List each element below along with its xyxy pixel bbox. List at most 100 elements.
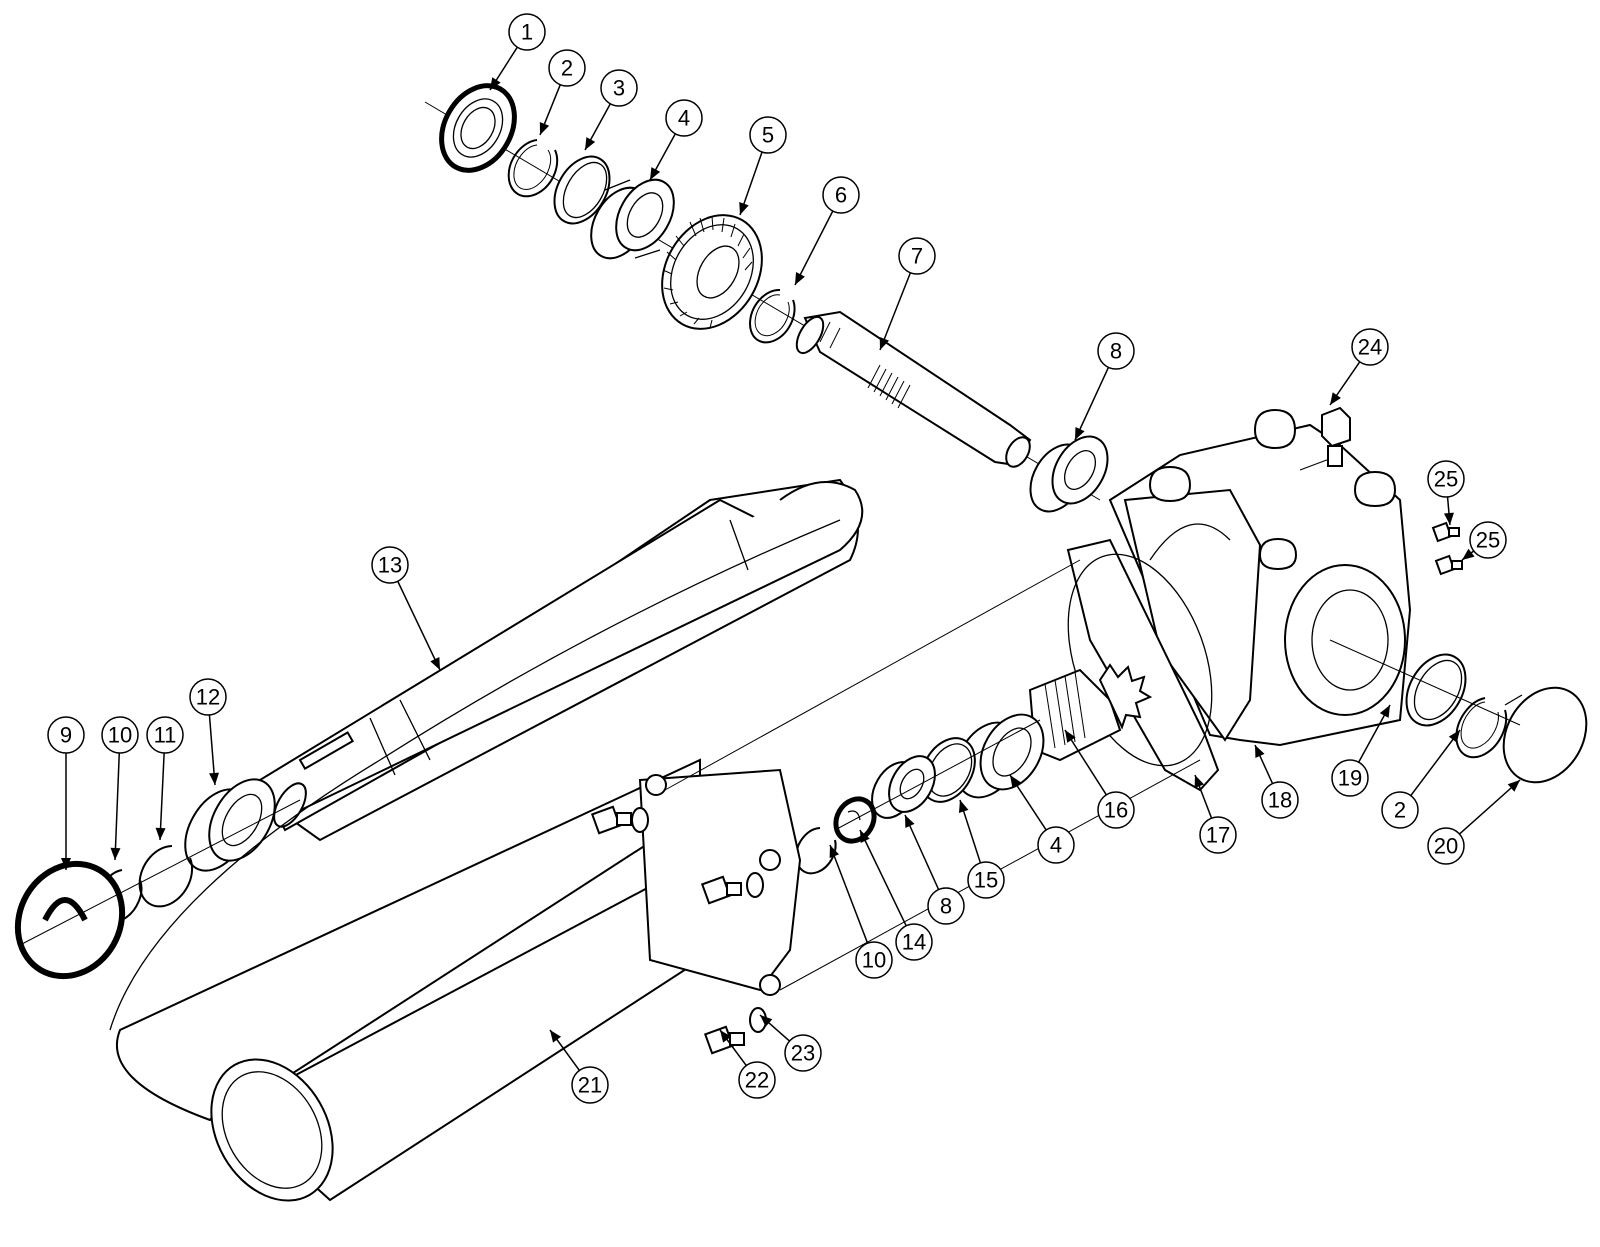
callout-circle bbox=[1037, 826, 1075, 864]
callout-label: 23 bbox=[791, 1041, 815, 1066]
callout-circle bbox=[1381, 791, 1419, 829]
part-pinion-shaft-16 bbox=[1028, 663, 1153, 762]
callout-6: 6 bbox=[794, 176, 860, 286]
leader-arrowhead bbox=[585, 137, 596, 150]
callout-17: 17 bbox=[1194, 774, 1237, 854]
part-seal-1 bbox=[439, 83, 517, 173]
callout-circle bbox=[1331, 759, 1369, 797]
callout-label: 4 bbox=[678, 106, 690, 131]
leader-line bbox=[114, 752, 121, 861]
callout-circle bbox=[898, 237, 936, 275]
callout-12: 12 bbox=[189, 678, 227, 786]
callout-label: 21 bbox=[578, 1073, 602, 1098]
part-seal-9 bbox=[14, 860, 126, 980]
callout-25: 25 bbox=[1427, 460, 1465, 526]
leader-arrowhead bbox=[879, 337, 890, 350]
callout-label: 5 bbox=[762, 123, 774, 148]
leader-line bbox=[904, 814, 940, 890]
callout-label: 17 bbox=[1206, 823, 1230, 848]
callout-circle bbox=[1261, 781, 1299, 819]
callout-circle bbox=[1427, 827, 1465, 865]
callout-13: 13 bbox=[371, 546, 441, 671]
callout-circle bbox=[967, 861, 1005, 899]
callout-circle bbox=[101, 716, 139, 754]
part-shim-19 bbox=[1405, 653, 1467, 727]
leader-arrowhead bbox=[1255, 745, 1265, 758]
callout-label: 2 bbox=[1394, 798, 1406, 823]
part-shim-3 bbox=[553, 155, 611, 225]
part-bearing-4-upper bbox=[590, 178, 675, 260]
callout-10: 10 bbox=[829, 844, 893, 979]
callout-25: 25 bbox=[1461, 521, 1507, 561]
part-bearing-8-lower bbox=[871, 755, 936, 819]
leader-arrowhead bbox=[905, 815, 915, 828]
leader-arrowhead bbox=[760, 1015, 773, 1027]
leader-arrowhead bbox=[155, 827, 166, 840]
callout-circle bbox=[895, 923, 933, 961]
callout-circle bbox=[1097, 791, 1135, 829]
callout-label: 20 bbox=[1434, 834, 1458, 859]
leader-arrowhead bbox=[490, 77, 501, 90]
callout-circle bbox=[665, 99, 703, 137]
leader-arrowhead bbox=[1010, 775, 1021, 788]
callout-1: 1 bbox=[489, 13, 546, 91]
leader-line bbox=[829, 844, 869, 944]
part-bevel-gear-5 bbox=[661, 214, 763, 330]
part-bearing-12 bbox=[184, 778, 276, 872]
part-plug-25-a bbox=[1431, 521, 1460, 543]
callout-4: 4 bbox=[1009, 774, 1075, 864]
callout-circle bbox=[508, 13, 546, 51]
callout-label: 9 bbox=[60, 723, 72, 748]
callout-7: 7 bbox=[879, 237, 936, 351]
callout-label: 8 bbox=[1110, 339, 1122, 364]
leader-line bbox=[794, 210, 834, 286]
callout-circle bbox=[146, 716, 184, 754]
callout-label: 15 bbox=[974, 868, 998, 893]
callout-label: 6 bbox=[835, 183, 847, 208]
callout-9: 9 bbox=[47, 716, 85, 870]
callout-label: 14 bbox=[902, 930, 926, 955]
callout-label: 1 bbox=[521, 20, 533, 45]
callout-label: 10 bbox=[862, 948, 886, 973]
callout-circle bbox=[1427, 460, 1465, 498]
callout-circle bbox=[47, 716, 85, 754]
callout-circle bbox=[1469, 521, 1507, 559]
callout-19: 19 bbox=[1331, 704, 1391, 797]
part-snap-ring-2-upper bbox=[507, 139, 559, 198]
leader-arrowhead bbox=[1462, 548, 1475, 560]
callout-circle bbox=[738, 1061, 776, 1099]
callout-label: 22 bbox=[745, 1068, 769, 1093]
callout-18: 18 bbox=[1254, 744, 1299, 819]
callout-4: 4 bbox=[649, 99, 703, 181]
callout-2: 2 bbox=[1381, 729, 1461, 829]
callout-label: 12 bbox=[196, 685, 220, 710]
callout-20: 20 bbox=[1427, 779, 1521, 865]
callout-label: 25 bbox=[1434, 467, 1458, 492]
leader-arrowhead bbox=[209, 772, 220, 785]
leader-arrowhead bbox=[1448, 730, 1460, 743]
right-assembly-axis bbox=[1329, 639, 1521, 726]
leader-arrowhead bbox=[110, 847, 121, 860]
leader-arrowhead bbox=[1330, 392, 1341, 405]
part-bolt-22 bbox=[590, 805, 745, 1055]
callout-21: 21 bbox=[549, 1029, 609, 1104]
callout-22: 22 bbox=[719, 1029, 776, 1099]
part-snap-ring-6 bbox=[749, 288, 796, 344]
part-gearbox-housing-18 bbox=[1108, 408, 1412, 747]
leader-arrowhead bbox=[1507, 780, 1520, 792]
callout-circle bbox=[548, 49, 586, 87]
part-snap-ring-11 bbox=[138, 845, 194, 908]
left-assembly-axis bbox=[19, 799, 301, 946]
callout-label: 11 bbox=[154, 723, 177, 748]
part-tube-housing-21 bbox=[109, 519, 841, 1202]
lower-assembly-axis bbox=[834, 719, 1041, 831]
callout-label: 18 bbox=[1268, 788, 1292, 813]
callout-label: 4 bbox=[1050, 833, 1062, 858]
leader-arrowhead bbox=[958, 800, 969, 813]
callout-label: 24 bbox=[1358, 335, 1382, 360]
callout-circle bbox=[749, 116, 787, 154]
leader-arrowhead bbox=[1075, 427, 1085, 440]
alignment-line-a bbox=[664, 559, 1081, 791]
